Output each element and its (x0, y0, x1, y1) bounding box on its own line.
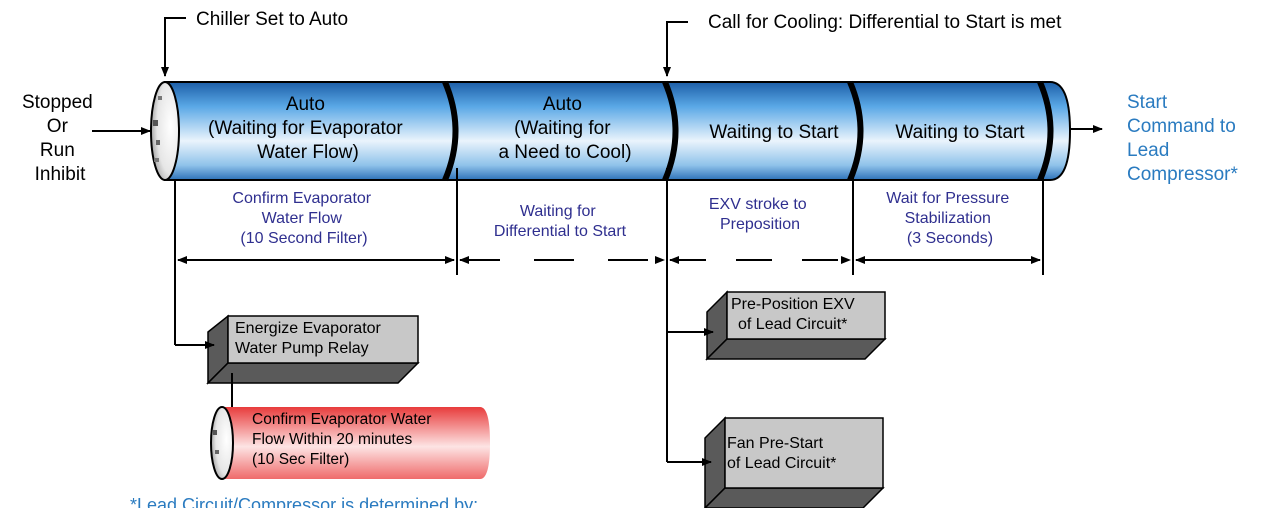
tube-end-cap (150, 81, 180, 181)
confirm-flow-tube: Confirm Evaporator Water Flow Within 20 … (210, 406, 490, 480)
output-command-label: Start Command to Lead Compressor* (1127, 92, 1241, 185)
fan-prestart-box: Fan Pre-Start of Lead Circuit* (703, 416, 885, 508)
interval-label: Wait for Pressure Stabilization (3 Secon… (886, 190, 1013, 247)
energize-pump-relay-label: Energize Evaporator Water Pump Relay (235, 320, 385, 357)
preposition-exv-label: Pre-Position EXV of Lead Circuit* (731, 296, 859, 333)
chiller-auto-label: Chiller Set to Auto (196, 9, 348, 30)
interval-label: Waiting for Differential to Start (494, 203, 627, 240)
state-label: Auto (Waiting for Evaporator Water Flow) (208, 94, 408, 163)
interval-label: EXV stroke to Preposition (709, 196, 811, 233)
interval-label: Confirm Evaporator Water Flow (10 Second… (232, 190, 375, 247)
state-label: Auto (Waiting for a Need to Cool) (498, 94, 631, 163)
confirm-flow-end-cap (210, 406, 234, 480)
call-for-cooling-callout: Call for Cooling: Differential to Start … (663, 12, 1062, 77)
chiller-auto-callout: Chiller Set to Auto (161, 9, 348, 77)
preposition-exv-box: Pre-Position EXV of Lead Circuit* (705, 290, 887, 361)
input-state-label: Stopped Or Run Inhibit (22, 92, 98, 185)
fan-prestart-label: Fan Pre-Start of Lead Circuit* (727, 435, 836, 472)
call-for-cooling-label: Call for Cooling: Differential to Start … (708, 12, 1062, 33)
segment-divider (662, 80, 679, 182)
state-label: Waiting to Start (709, 122, 839, 143)
segment-divider (442, 80, 459, 182)
energize-pump-relay-box: Energize Evaporator Water Pump Relay (206, 314, 420, 385)
footnote-text: *Lead Circuit/Compressor is determined b… (130, 495, 478, 508)
state-label: Waiting to Start (895, 122, 1025, 143)
confirm-flow-label: Confirm Evaporator Water Flow Within 20 … (252, 411, 436, 468)
